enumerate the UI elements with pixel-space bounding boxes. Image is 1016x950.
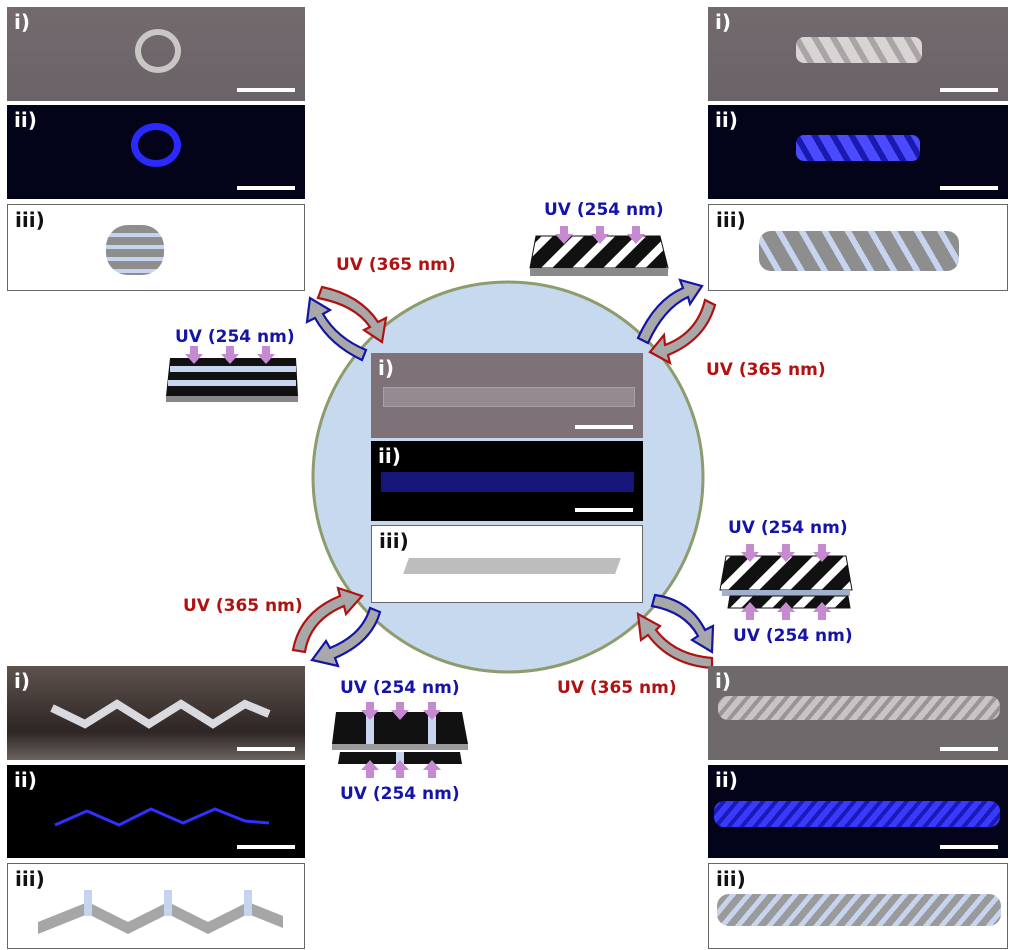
panel-label: i) bbox=[378, 356, 394, 380]
twist-model bbox=[717, 894, 1001, 926]
panel-label: i) bbox=[715, 669, 731, 693]
twist-photo: i) bbox=[708, 666, 1008, 760]
arrow-254-bottomleft bbox=[310, 606, 382, 668]
twist-sample-glow bbox=[714, 801, 1000, 827]
uv-365-label: UV (365 nm) bbox=[557, 678, 677, 698]
strip-sample-glow bbox=[381, 472, 634, 492]
uv-254-label: UV (254 nm) bbox=[733, 626, 853, 646]
coil-render: iii) bbox=[7, 204, 305, 291]
uv-254-label: UV (254 nm) bbox=[728, 518, 848, 538]
uv-365-label: UV (365 nm) bbox=[336, 255, 456, 275]
uv-254-label: UV (254 nm) bbox=[340, 784, 460, 804]
arrow-365-bottomleft bbox=[291, 586, 364, 654]
twist-fluorescence: ii) bbox=[708, 765, 1008, 858]
zigzag-sample-glow bbox=[54, 807, 270, 827]
arrow-254-bottomright bbox=[650, 593, 715, 654]
coil-sample-glow bbox=[131, 123, 181, 167]
panel-label: i) bbox=[14, 669, 30, 693]
arrow-365-topleft bbox=[316, 285, 388, 344]
panel-label: iii) bbox=[379, 529, 409, 553]
scale-bar bbox=[237, 845, 295, 849]
coil-model bbox=[106, 225, 164, 275]
uv-365-label: UV (365 nm) bbox=[183, 596, 303, 616]
coil-sample bbox=[135, 29, 181, 73]
helix-photo: i) bbox=[708, 7, 1008, 101]
scale-bar bbox=[237, 186, 295, 190]
arrow-365-topright bbox=[648, 298, 717, 366]
uv-365-label: UV (365 nm) bbox=[706, 360, 826, 380]
scale-bar bbox=[940, 88, 998, 92]
scale-bar bbox=[237, 747, 295, 751]
twist-render: iii) bbox=[708, 863, 1008, 949]
strip-model bbox=[403, 558, 621, 574]
arrow-254-topright bbox=[636, 278, 704, 345]
scale-bar bbox=[940, 186, 998, 190]
panel-label: iii) bbox=[716, 867, 746, 891]
zigzag-render: iii) bbox=[7, 863, 305, 949]
mask-diagonal bbox=[529, 235, 669, 276]
zigzag-sample bbox=[50, 699, 271, 729]
arrow-254-topleft bbox=[305, 296, 368, 362]
panel-label: ii) bbox=[378, 444, 401, 468]
panel-label: i) bbox=[14, 10, 30, 34]
scale-bar bbox=[575, 425, 633, 429]
uv-254-label: UV (254 nm) bbox=[175, 327, 295, 347]
strip-fluorescence: ii) bbox=[371, 441, 643, 521]
panel-label: ii) bbox=[14, 108, 37, 132]
panel-label: ii) bbox=[14, 768, 37, 792]
scale-bar bbox=[575, 508, 633, 512]
twist-sample bbox=[718, 696, 1000, 720]
zigzag-fluorescence: ii) bbox=[7, 765, 305, 858]
uv-254-label: UV (254 nm) bbox=[340, 678, 460, 698]
scale-bar bbox=[940, 845, 998, 849]
helix-model bbox=[759, 231, 959, 271]
transition-arrows bbox=[291, 278, 717, 670]
scale-bar bbox=[940, 747, 998, 751]
helix-render: iii) bbox=[708, 204, 1008, 291]
strip-photo: i) bbox=[371, 353, 643, 438]
strip-render: iii) bbox=[371, 525, 643, 603]
strip-sample bbox=[383, 387, 635, 407]
panel-label: ii) bbox=[715, 108, 738, 132]
mask-double-lines bbox=[332, 712, 468, 764]
zigzag-model bbox=[38, 890, 283, 934]
arrow-365-bottomright bbox=[636, 612, 714, 670]
zigzag-photo: i) bbox=[7, 666, 305, 760]
mask-double-diagonal bbox=[719, 555, 853, 609]
scale-bar bbox=[237, 88, 295, 92]
panel-label: i) bbox=[715, 10, 731, 34]
panel-label: iii) bbox=[15, 867, 45, 891]
panel-label: ii) bbox=[715, 768, 738, 792]
uv-254-label: UV (254 nm) bbox=[544, 200, 664, 220]
helix-sample bbox=[796, 37, 922, 63]
coil-fluorescence: ii) bbox=[7, 105, 305, 199]
panel-label: iii) bbox=[716, 208, 746, 232]
coil-photo: i) bbox=[7, 7, 305, 101]
panel-label: iii) bbox=[15, 208, 45, 232]
helix-sample-glow bbox=[796, 135, 920, 161]
uv-light-arrows bbox=[185, 226, 831, 778]
helix-fluorescence: ii) bbox=[708, 105, 1008, 199]
mask-parallel bbox=[166, 358, 298, 402]
